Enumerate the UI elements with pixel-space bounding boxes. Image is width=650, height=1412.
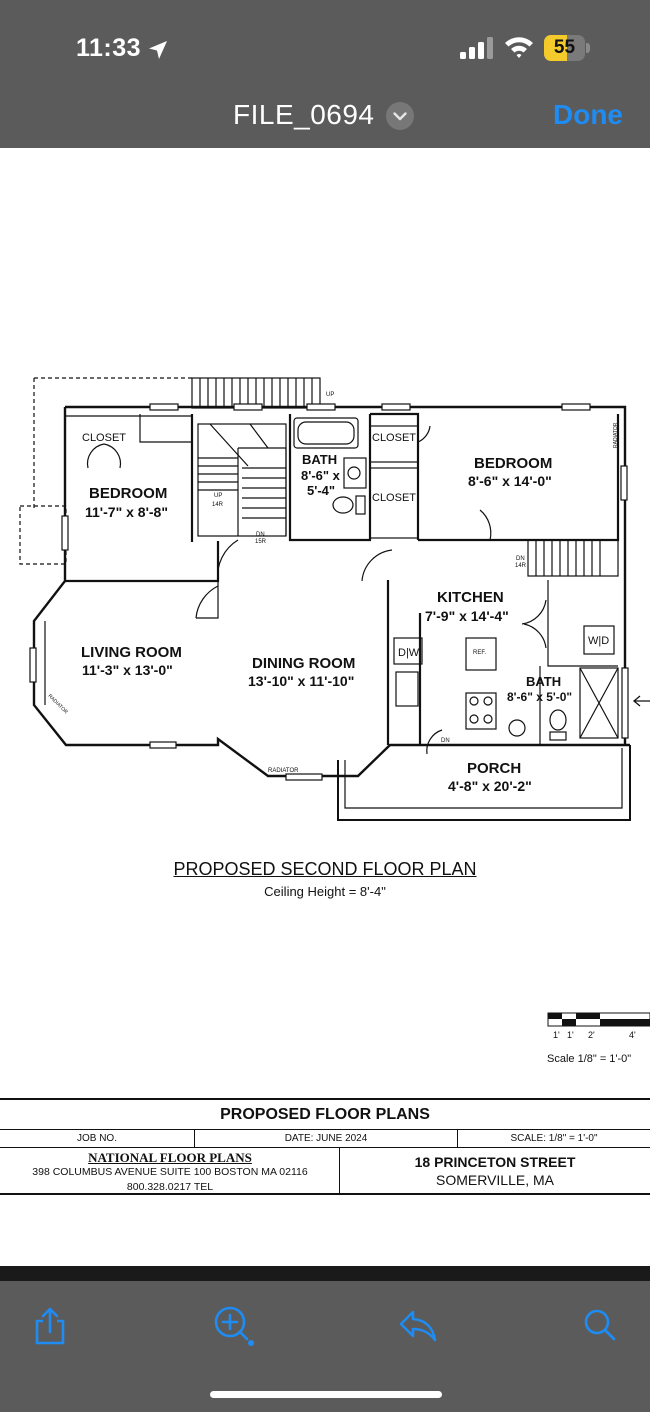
share-icon bbox=[35, 1307, 65, 1345]
bath-top-name: BATH bbox=[302, 452, 337, 467]
reply-button[interactable] bbox=[396, 1303, 440, 1347]
top-bar: 11:33 55 FILE_0694 Done bbox=[0, 0, 650, 148]
porch-dn-label: DN bbox=[441, 738, 450, 744]
stair-up-risers: 14R bbox=[212, 502, 224, 508]
file-title[interactable]: FILE_0694 bbox=[233, 99, 375, 130]
company-phone: 800.328.0217 TEL bbox=[126, 1181, 214, 1193]
company-address: 398 COLUMBUS AVENUE SUITE 100 BOSTON MA … bbox=[32, 1166, 308, 1178]
markup-icon bbox=[214, 1306, 254, 1346]
porch-name: PORCH bbox=[467, 760, 521, 777]
bedroom-left-name: BEDROOM bbox=[89, 485, 167, 502]
plan-title: PROPOSED SECOND FLOOR PLAN bbox=[173, 859, 477, 879]
bedroom-left-size: 11'-7" x 8'-8" bbox=[85, 504, 168, 520]
bath-top-size-2: 5'-4" bbox=[307, 483, 335, 498]
radiator-right-label: RADIATOR bbox=[613, 422, 619, 448]
done-button[interactable]: Done bbox=[553, 99, 623, 130]
closet-lower-label: CLOSET bbox=[372, 492, 416, 504]
dining-room-name: DINING ROOM bbox=[252, 655, 355, 672]
status-time: 11:33 bbox=[76, 34, 142, 62]
washer-dryer-label: W|D bbox=[588, 635, 609, 647]
reply-icon bbox=[399, 1310, 437, 1342]
kitchen-name: KITCHEN bbox=[437, 589, 504, 606]
project-city: SOMERVILLE, MA bbox=[435, 1172, 554, 1188]
closet-upper-label: CLOSET bbox=[372, 432, 416, 444]
stair-up-label: UP bbox=[214, 493, 222, 499]
battery-body: 55 bbox=[544, 35, 585, 61]
kitchen-size: 7'-9" x 14'-4" bbox=[425, 608, 509, 624]
porch-size: 4'-8" x 20'-2" bbox=[448, 778, 532, 794]
living-room-size: 11'-3" x 13'-0" bbox=[82, 662, 173, 678]
date: DATE: JUNE 2024 bbox=[194, 1130, 458, 1148]
bath-bottom-size: 8'-6" x 5'-0" bbox=[507, 690, 572, 704]
scale-tick-1: 1' bbox=[553, 1030, 560, 1040]
battery-nub bbox=[586, 43, 590, 53]
location-arrow-icon bbox=[149, 41, 167, 59]
bath-bottom-name: BATH bbox=[526, 674, 561, 689]
title-block-divider bbox=[339, 1148, 340, 1194]
project-street: 18 PRINCETON STREET bbox=[414, 1154, 576, 1170]
dining-room-size: 13'-10" x 11'-10" bbox=[248, 673, 354, 689]
ceiling-height: Ceiling Height = 8'-4" bbox=[264, 884, 386, 899]
scale-label: Scale 1/8" = 1'-0" bbox=[547, 1053, 631, 1065]
title-block-heading: PROPOSED FLOOR PLANS bbox=[0, 1098, 650, 1129]
home-indicator bbox=[210, 1391, 442, 1398]
bath-top-size-1: 8'-6" x bbox=[301, 468, 341, 483]
chevron-down-icon[interactable] bbox=[386, 102, 414, 130]
scale-tick-2: 1' bbox=[567, 1030, 574, 1040]
markup-button[interactable] bbox=[210, 1303, 254, 1347]
scale-tick-3: 2' bbox=[588, 1030, 595, 1040]
stair-dn-risers: 15R bbox=[255, 539, 267, 545]
dn-right-label: DN bbox=[516, 556, 525, 562]
stair-dn-label: DN bbox=[256, 532, 265, 538]
search-button[interactable] bbox=[578, 1303, 622, 1347]
dishwasher-label: D|W bbox=[398, 647, 420, 659]
cellular-signal-icon bbox=[460, 37, 493, 59]
floor-plan-drawing: CLOSET BEDROOM 11'-7" x 8'-8" UP 14R DN … bbox=[19, 377, 650, 1065]
title-block-body: NATIONAL FLOOR PLANS 398 COLUMBUS AVENUE… bbox=[0, 1147, 650, 1195]
scale-bar bbox=[547, 1012, 650, 1027]
radiator-dining-label: RADIATOR bbox=[268, 768, 299, 774]
share-button[interactable] bbox=[28, 1303, 72, 1347]
company-name: NATIONAL FLOOR PLANS bbox=[88, 1150, 252, 1165]
battery-fill bbox=[544, 35, 567, 61]
document-view[interactable]: CLOSET BEDROOM 11'-7" x 8'-8" UP 14R DN … bbox=[0, 148, 650, 1266]
battery-level: 55 bbox=[553, 37, 576, 58]
title-scale: SCALE: 1/8" = 1'-0" bbox=[510, 1133, 598, 1144]
radiator-living-label: RADIATOR bbox=[47, 693, 69, 715]
bedroom-right-name: BEDROOM bbox=[474, 455, 552, 472]
refrigerator-label: REF. bbox=[473, 650, 486, 656]
top-stair-up-label: UP bbox=[326, 392, 334, 398]
plan-caption: PROPOSED SECOND FLOOR PLAN bbox=[0, 859, 650, 880]
wifi-icon bbox=[505, 37, 533, 58]
scale-tick-4: 4' bbox=[629, 1030, 636, 1040]
title-block-meta: JOB NO. DATE: JUNE 2024 SCALE: 1/8" = 1'… bbox=[0, 1129, 650, 1148]
page-divider bbox=[0, 1266, 650, 1281]
bottom-toolbar bbox=[0, 1281, 650, 1412]
search-icon bbox=[584, 1309, 616, 1341]
dn-right-risers: 14R bbox=[515, 563, 527, 569]
living-room-name: LIVING ROOM bbox=[81, 644, 182, 661]
bedroom-right-size: 8'-6" x 14'-0" bbox=[468, 473, 552, 489]
closet-left-label: CLOSET bbox=[82, 432, 126, 444]
battery-indicator: 55 bbox=[544, 35, 590, 61]
entry-arrow-icon bbox=[632, 695, 650, 707]
job-number: JOB NO. bbox=[76, 1133, 117, 1144]
